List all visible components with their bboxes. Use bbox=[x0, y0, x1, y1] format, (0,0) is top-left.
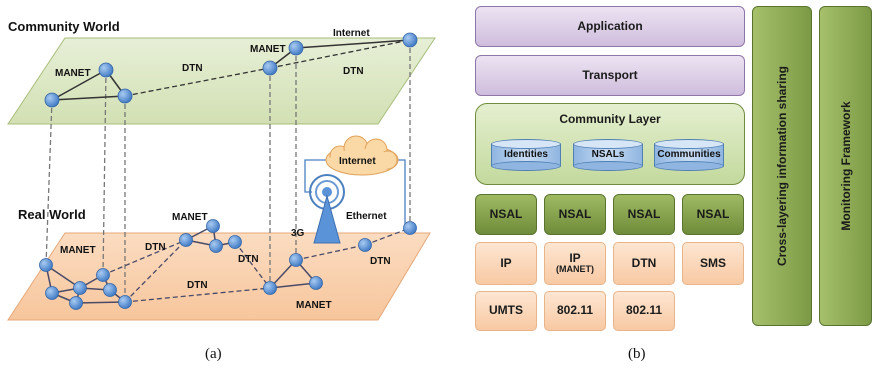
rw-3g-label: 3G bbox=[291, 228, 305, 239]
cross-layering-label: Cross-layering information sharing bbox=[775, 65, 789, 267]
caption-b: (b) bbox=[628, 346, 646, 362]
protocol-ip-manet-label: IP bbox=[569, 250, 581, 265]
nsal-label-1: NSAL bbox=[489, 206, 523, 221]
link-umts-label: UMTS bbox=[489, 303, 523, 318]
link-80211-a: 802.11 bbox=[544, 291, 606, 331]
antenna-tower-icon bbox=[309, 174, 345, 244]
rw-manet-top-label: MANET bbox=[172, 212, 208, 223]
rw-dtn-3-label: DTN bbox=[187, 280, 208, 291]
real-world-plane bbox=[7, 232, 431, 321]
community-world-nodes bbox=[44, 32, 418, 108]
rw-manet-left-label: MANET bbox=[60, 245, 96, 256]
cw-internet-label: Internet bbox=[333, 28, 370, 39]
transport-label: Transport bbox=[582, 67, 638, 82]
rw-dtn-1-label: DTN bbox=[145, 242, 166, 253]
rw-dtn-4-label: DTN bbox=[370, 256, 391, 267]
protocol-ip-manet: IP (MANET) bbox=[544, 242, 606, 285]
nsal-label-3: NSAL bbox=[627, 206, 661, 221]
link-umts: UMTS bbox=[475, 291, 537, 331]
nsal-box-2: NSAL bbox=[544, 194, 606, 235]
protocol-dtn-label: DTN bbox=[631, 255, 657, 270]
cw-dtn-middle-label: DTN bbox=[182, 63, 203, 74]
real-world-nodes bbox=[39, 219, 417, 310]
caption-a: (a) bbox=[205, 346, 222, 362]
community-layer-label: Community Layer bbox=[559, 112, 661, 126]
application-label: Application bbox=[577, 18, 643, 33]
nsal-box-1: NSAL bbox=[475, 194, 537, 235]
community-world-plane bbox=[7, 37, 436, 125]
application-layer: Application bbox=[475, 6, 745, 47]
identities-label: Identities bbox=[504, 149, 548, 160]
community-world-dtn-links bbox=[124, 39, 411, 97]
nsal-box-3: NSAL bbox=[613, 194, 675, 235]
nsal-box-4: NSAL bbox=[682, 194, 744, 235]
communities-label: Communities bbox=[657, 149, 721, 160]
rw-manet-bottom-label: MANET bbox=[296, 300, 332, 311]
monitoring-framework-bar: Monitoring Framework bbox=[819, 6, 872, 326]
link-80211-b-label: 802.11 bbox=[625, 303, 663, 318]
protocol-ip-label: IP bbox=[500, 255, 512, 270]
communities-database-icon: Communities bbox=[654, 139, 724, 171]
internet-cloud bbox=[325, 135, 399, 176]
link-80211-b: 802.11 bbox=[613, 291, 675, 331]
nsals-database-icon: NSALs bbox=[573, 139, 643, 171]
cw-manet-right-label: MANET bbox=[250, 44, 286, 55]
mapping-lines bbox=[45, 40, 411, 302]
cw-manet-left-label: MANET bbox=[55, 68, 91, 79]
cw-dtn-right-label: DTN bbox=[343, 66, 364, 77]
real-world-dtn-links bbox=[102, 227, 411, 303]
link-80211-a-label: 802.11 bbox=[556, 303, 594, 318]
protocol-dtn: DTN bbox=[613, 242, 675, 285]
protocol-sms: SMS bbox=[682, 242, 744, 285]
rw-dtn-2-label: DTN bbox=[238, 254, 259, 265]
nsal-label-4: NSAL bbox=[696, 206, 730, 221]
identities-database-icon: Identities bbox=[491, 139, 561, 171]
nsals-label: NSALs bbox=[591, 149, 625, 160]
real-world-title: Real World bbox=[18, 207, 86, 222]
community-world-title: Community World bbox=[8, 19, 120, 34]
cross-layering-bar: Cross-layering information sharing bbox=[752, 6, 812, 326]
network-worlds-diagram: Community World Real World MANET DTN MAN… bbox=[7, 19, 436, 321]
monitoring-framework-label: Monitoring Framework bbox=[838, 101, 853, 231]
protocol-sms-label: SMS bbox=[699, 255, 726, 270]
transport-layer: Transport bbox=[475, 55, 745, 96]
protocol-ip: IP bbox=[475, 242, 537, 285]
cloud-internet-label: Internet bbox=[339, 156, 376, 167]
protocol-ip-manet-sub: (MANET) bbox=[556, 264, 594, 275]
nsal-label-2: NSAL bbox=[558, 206, 592, 221]
rw-ethernet-label: Ethernet bbox=[346, 211, 387, 222]
